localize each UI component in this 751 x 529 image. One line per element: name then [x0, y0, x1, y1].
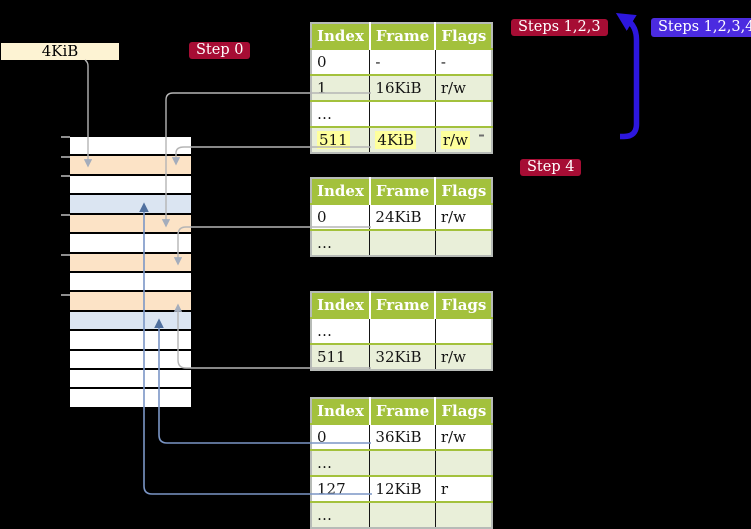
- memory-tick: [61, 175, 70, 177]
- memory-row-empty: [70, 232, 191, 252]
- cell-index: …: [311, 100, 371, 127]
- memory-row-page-table: [70, 154, 191, 174]
- column-header-index: Index: [311, 292, 371, 318]
- memory-tick: [61, 156, 70, 158]
- cell-index: 0: [311, 48, 371, 75]
- memory-column: [70, 137, 191, 407]
- memory-tick: [61, 254, 70, 256]
- cell-index: 0: [311, 203, 371, 230]
- cell-flags: -: [435, 48, 493, 75]
- cell-index: 0: [311, 423, 371, 450]
- page-table-level-4: Index Frame Flags 0 - - 1 16KiB r/w … 51…: [310, 22, 494, 154]
- memory-row-mapped-page: [70, 193, 191, 213]
- column-header-flags: Flags: [435, 398, 493, 424]
- table-row: …: [311, 100, 493, 127]
- memory-row-empty: [70, 329, 191, 349]
- memory-row-empty: [70, 137, 191, 155]
- cell-frame: 16KiB: [369, 74, 436, 101]
- column-header-frame: Frame: [369, 23, 437, 49]
- highlighted-value: 4KiB: [375, 131, 416, 149]
- column-header-flags: Flags: [435, 292, 493, 318]
- page-table-level-3: Index Frame Flags 0 24KiB r/w …: [310, 177, 494, 257]
- cell-flags: [435, 449, 493, 476]
- table-row: …: [311, 229, 493, 256]
- memory-row-page-table: [70, 290, 191, 310]
- cell-frame: 36KiB: [369, 423, 436, 450]
- memory-tick: [61, 214, 70, 216]
- memory-row-empty: [70, 173, 191, 194]
- column-header-index: Index: [311, 178, 371, 204]
- memory-row-mapped-page: [70, 309, 191, 330]
- column-header-frame: Frame: [369, 292, 437, 318]
- cell-flags: r/w: [435, 423, 493, 450]
- memory-row-empty: [70, 348, 191, 369]
- column-header-flags: Flags: [435, 178, 493, 204]
- highlighted-value: r/w: [440, 131, 470, 149]
- page-table-level-1: Index Frame Flags 0 36KiB r/w … 127 12Ki…: [310, 397, 494, 529]
- cell-flags: [435, 100, 493, 127]
- cell-frame: [369, 229, 436, 256]
- page-table-level-2: Index Frame Flags … 511 32KiB r/w: [310, 291, 494, 371]
- cell-frame: 32KiB: [369, 343, 436, 370]
- cell-frame: 12KiB: [369, 475, 436, 502]
- table-header-row: Index Frame Flags: [311, 178, 493, 204]
- cell-index: 127: [311, 475, 371, 502]
- table-row: 127 12KiB r: [311, 475, 493, 502]
- cell-index: 511: [311, 343, 371, 370]
- badge-steps-1-2-3-4: Steps 1,2,3,4: [651, 18, 751, 37]
- cell-flags: r/w: [435, 203, 493, 230]
- frame-size-label: 4KiB: [1, 43, 119, 60]
- cell-frame: [369, 317, 436, 344]
- cell-index: …: [311, 449, 371, 476]
- table-row: …: [311, 501, 493, 528]
- highlighted-value: 511: [317, 131, 350, 149]
- cell-flags: r/w: [435, 74, 493, 101]
- memory-row-page-table: [70, 251, 191, 271]
- table-row: 0 - -: [311, 48, 493, 75]
- cell-index: …: [311, 317, 371, 344]
- cell-flags: [435, 229, 493, 256]
- cell-frame: [369, 501, 436, 528]
- column-header-index: Index: [311, 398, 371, 424]
- cell-flags: [435, 501, 493, 528]
- memory-row-empty: [70, 368, 191, 388]
- table-header-row: Index Frame Flags: [311, 398, 493, 424]
- cell-frame: [369, 100, 436, 127]
- table-header-row: Index Frame Flags: [311, 292, 493, 318]
- cell-frame: 24KiB: [369, 203, 436, 230]
- cell-index: …: [311, 501, 371, 528]
- memory-row-empty: [70, 270, 191, 291]
- table-header-row: Index Frame Flags: [311, 23, 493, 49]
- cell-index: 1: [311, 74, 371, 101]
- table-row: …: [311, 449, 493, 476]
- table-row: 511 32KiB r/w: [311, 343, 493, 370]
- column-header-frame: Frame: [369, 398, 437, 424]
- recursive-loop-arrow: [615, 13, 640, 140]
- column-header-index: Index: [311, 23, 371, 49]
- table-row: 0 24KiB r/w: [311, 203, 493, 230]
- column-header-frame: Frame: [369, 178, 437, 204]
- cell-flags: r/w: [435, 343, 493, 370]
- cell-index: …: [311, 229, 371, 256]
- badge-step-0: Step 0: [189, 42, 251, 59]
- column-header-flags: Flags: [435, 23, 493, 49]
- cell-index: 511: [311, 126, 371, 153]
- table-row-highlighted: 511 4KiB r/w: [311, 126, 493, 153]
- table-row: …: [311, 317, 493, 344]
- cell-flags: r/w: [435, 126, 493, 153]
- cell-frame: 4KiB: [369, 126, 436, 153]
- badge-step-4: Step 4: [520, 159, 582, 176]
- cell-flags: r: [435, 475, 493, 502]
- table-row: 1 16KiB r/w: [311, 74, 493, 101]
- memory-row-page-table: [70, 212, 191, 233]
- cell-frame: [369, 449, 436, 476]
- cell-frame: -: [369, 48, 436, 75]
- cell-flags: [435, 317, 493, 344]
- memory-tick: [61, 294, 70, 296]
- badge-steps-1-2-3: Steps 1,2,3: [511, 19, 608, 36]
- memory-row-empty: [70, 387, 191, 407]
- memory-tick: [61, 136, 70, 138]
- table-row: 0 36KiB r/w: [311, 423, 493, 450]
